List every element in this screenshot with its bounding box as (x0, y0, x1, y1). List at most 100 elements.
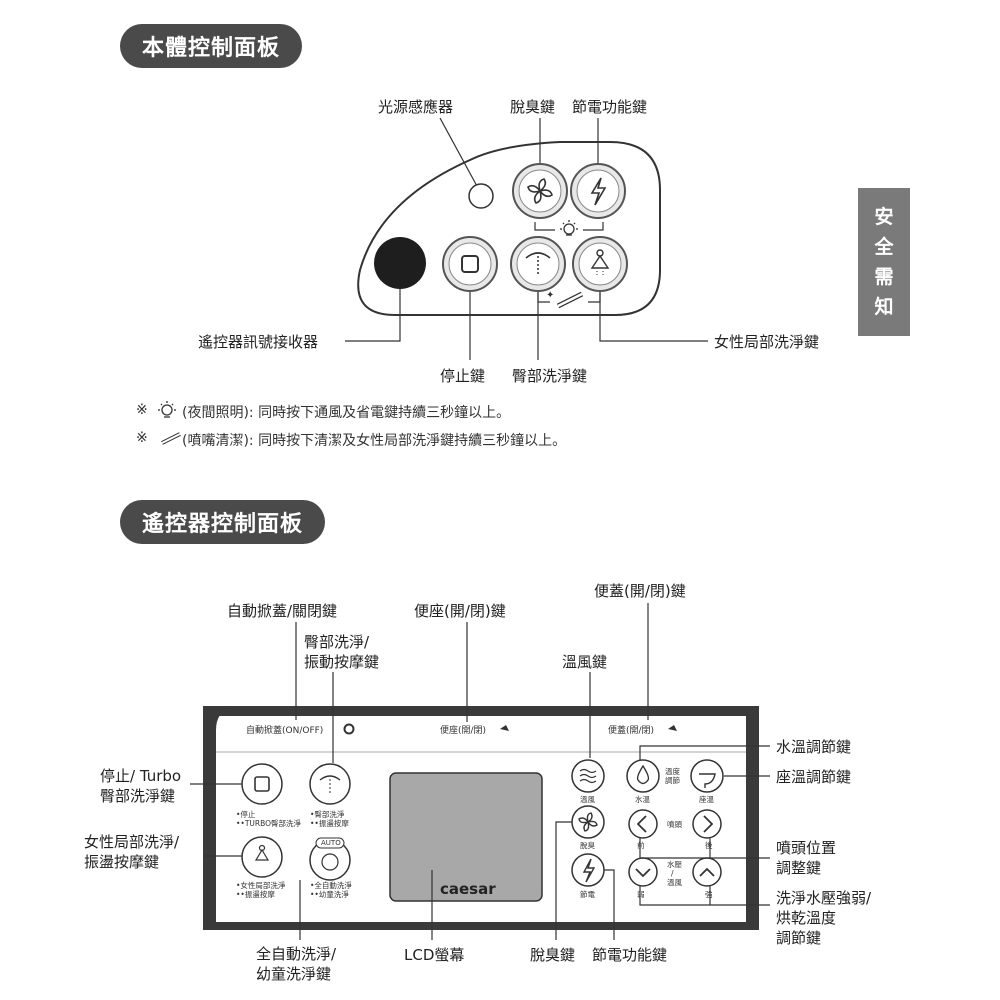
sun-icon (560, 220, 578, 236)
auto-sub-1: •全自動洗淨 (310, 881, 352, 890)
panel-seat-temp: 座溫 (699, 795, 714, 804)
female-icon (590, 254, 610, 269)
label-seat: 便座(開/閉)鍵 (414, 602, 506, 620)
auto-badge: AUTO (321, 839, 341, 847)
safety-tab-char: 全 (874, 236, 894, 258)
note-mark: ※ (136, 430, 148, 446)
body-panel-outline (357, 141, 661, 316)
label-full-auto: 全自動洗淨/ 幼童洗淨鍵 (256, 944, 336, 984)
safety-tab-char: 知 (874, 296, 894, 318)
lcd-screen (389, 772, 543, 902)
lightning-icon (590, 177, 607, 206)
seat-temp-button (690, 759, 724, 793)
panel-wp-2: / (671, 869, 674, 878)
water-temp-button (626, 759, 660, 793)
panel-front: 前 (637, 841, 645, 850)
note-nozzle-clean: (噴嘴清潔): 同時按下清潔及女性局部洗淨鍵持續三秒鐘以上。 (182, 433, 567, 449)
auto-sub-2: ••幼童洗淨 (310, 890, 349, 899)
label-line: 臀部洗淨/ (304, 633, 370, 651)
nozzle-clean-icon: ✦ (546, 290, 584, 309)
panel-warm: 溫風 (580, 795, 595, 804)
label-female-wash: 女性局部洗淨鍵 (714, 333, 820, 351)
chevron-down-icon (635, 868, 651, 878)
panel-back: 後 (705, 841, 713, 850)
fan-icon (578, 812, 598, 832)
label-line: 振盪按摩鍵 (84, 853, 160, 871)
nozzle-clean-icon (161, 432, 181, 445)
panel-nozzle: 噴頭 (667, 820, 682, 829)
panel-temp-adj-2: 調節 (665, 776, 680, 785)
note-mark: ※ (136, 402, 148, 418)
label-line: 振動按摩鍵 (304, 653, 380, 671)
warm-air-button (571, 759, 605, 793)
stop-sub-1: •停止 (236, 810, 256, 819)
lid-icon (668, 725, 677, 731)
panel-deo: 脫臭 (580, 841, 595, 850)
female-sub-2: ••振盪按摩 (236, 890, 275, 899)
deodorize-button (512, 163, 568, 219)
spray-icon (319, 775, 341, 781)
female-sub-1: •女性局部洗淨 (236, 881, 286, 890)
label-deodorize: 脫臭鍵 (510, 98, 556, 116)
safety-tab: 安 全 需 知 (858, 188, 910, 336)
female-massage-button (241, 836, 283, 878)
spray-icon (525, 252, 551, 259)
safety-tab-char: 需 (874, 266, 894, 288)
label-line: 全自動洗淨/ (256, 945, 337, 963)
label-light-sensor: 光源感應器 (378, 98, 454, 116)
hip-sub-1: •臀部洗淨 (310, 810, 345, 819)
label-line: 烘乾溫度 (776, 909, 837, 927)
nozzle-front-button (628, 809, 658, 839)
toilet-icon (699, 773, 716, 788)
panel-seat: 便座(開/閉) (440, 726, 487, 736)
hip-massage-button (309, 763, 351, 805)
label-remote-receiver: 遙控器訊號接收器 (198, 333, 319, 351)
lightning-icon (582, 858, 596, 883)
section-title-body-panel: 本體控制面板 (120, 24, 303, 68)
label-line: 臀部洗淨鍵 (100, 787, 176, 805)
label-water-temp: 水溫調節鍵 (776, 738, 852, 756)
deodorize-remote-button (571, 805, 605, 839)
label-line: 噴頭位置 (776, 839, 837, 857)
panel-strong: 強 (705, 890, 713, 899)
power-save-remote-button (571, 853, 605, 887)
svg-text:✦: ✦ (546, 290, 554, 301)
female-icon (254, 848, 270, 861)
female-wash-button (572, 236, 628, 292)
label-auto-lid: 自動掀蓋/關閉鍵 (227, 602, 338, 620)
hip-sub-2: ••振盪按摩 (310, 819, 349, 828)
panel-weak: 弱 (637, 890, 645, 899)
label-line: 洗淨水壓強弱/ (776, 889, 872, 907)
power-ring-icon (343, 723, 355, 735)
panel-wp-3: 溫風 (667, 878, 682, 887)
label-deodorize-remote: 脫臭鍵 (530, 946, 576, 964)
power-save-button (570, 163, 626, 219)
label-warm-air: 溫風鍵 (562, 653, 608, 671)
label-female-massage: 女性局部洗淨/ 振盪按摩鍵 (84, 832, 179, 872)
stop-turbo-button (241, 763, 283, 805)
child-icon (321, 853, 339, 871)
label-hip-massage: 臀部洗淨/ 振動按摩鍵 (304, 632, 379, 672)
label-line: 幼童洗淨鍵 (256, 965, 332, 983)
panel-water: 水溫 (635, 795, 650, 804)
chevron-up-icon (699, 867, 715, 877)
label-lid: 便蓋(開/閉)鍵 (594, 582, 686, 600)
label-line: 女性局部洗淨/ (84, 833, 180, 851)
wave-icon (579, 768, 597, 784)
label-nozzle: 噴頭位置 調整鍵 (776, 838, 836, 878)
panel-power: 節電 (580, 890, 595, 899)
fan-icon (527, 178, 553, 204)
label-seat-temp: 座溫調節鍵 (776, 768, 852, 786)
sun-icon (158, 401, 176, 418)
stop-icon (461, 255, 479, 273)
brand-logo: caesar (440, 880, 496, 898)
chevron-right-icon (703, 815, 714, 833)
panel-lid: 便蓋(開/閉) (608, 726, 655, 736)
chevron-left-icon (636, 815, 647, 833)
stop-icon (254, 776, 270, 792)
stop-sub-2: ••TURBO臀部洗淨 (236, 819, 302, 828)
label-pressure: 洗淨水壓強弱/ 烘乾溫度 調節鍵 (776, 888, 871, 948)
panel-wp-1: 水壓 (667, 860, 682, 869)
full-auto-button (309, 837, 351, 881)
